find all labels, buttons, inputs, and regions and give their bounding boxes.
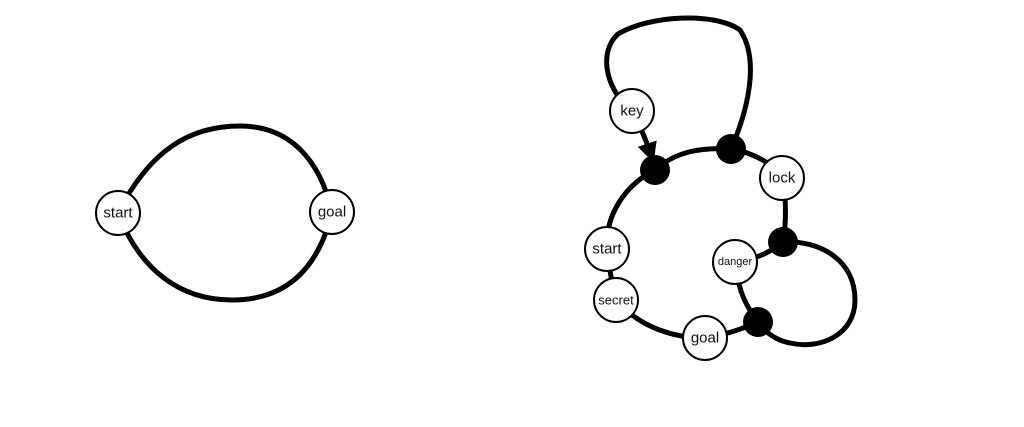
node-goal: goal (682, 315, 728, 361)
node-secret: secret (593, 277, 639, 323)
node-danger: danger (712, 239, 758, 285)
node-goal-label: goal (691, 330, 719, 347)
junction-node-4 (743, 307, 773, 337)
node-start: start (584, 226, 630, 272)
node-start-label: start (103, 205, 133, 222)
simple-cycle-diagram: start goal (95, 123, 355, 303)
junction-node-1 (640, 155, 670, 185)
node-lock-label: lock (769, 170, 796, 187)
edge-junction3-junction4-loop (755, 239, 858, 348)
node-start-label: start (592, 241, 622, 258)
node-start: start (95, 190, 141, 236)
edge-junction2-key-loop (604, 15, 753, 152)
lock-key-diagram: key lock start danger secret goal (584, 15, 858, 361)
node-key-label: key (620, 103, 644, 120)
junction-node-2 (716, 134, 746, 164)
node-secret-label: secret (598, 293, 634, 308)
node-lock: lock (759, 155, 805, 201)
edge-upper-path (115, 123, 335, 216)
node-goal: goal (309, 189, 355, 235)
node-danger-label: danger (718, 256, 753, 268)
edge-lower-path (115, 209, 335, 303)
node-key: key (609, 88, 655, 134)
node-goal-label: goal (318, 204, 346, 221)
junction-node-3 (768, 227, 798, 257)
